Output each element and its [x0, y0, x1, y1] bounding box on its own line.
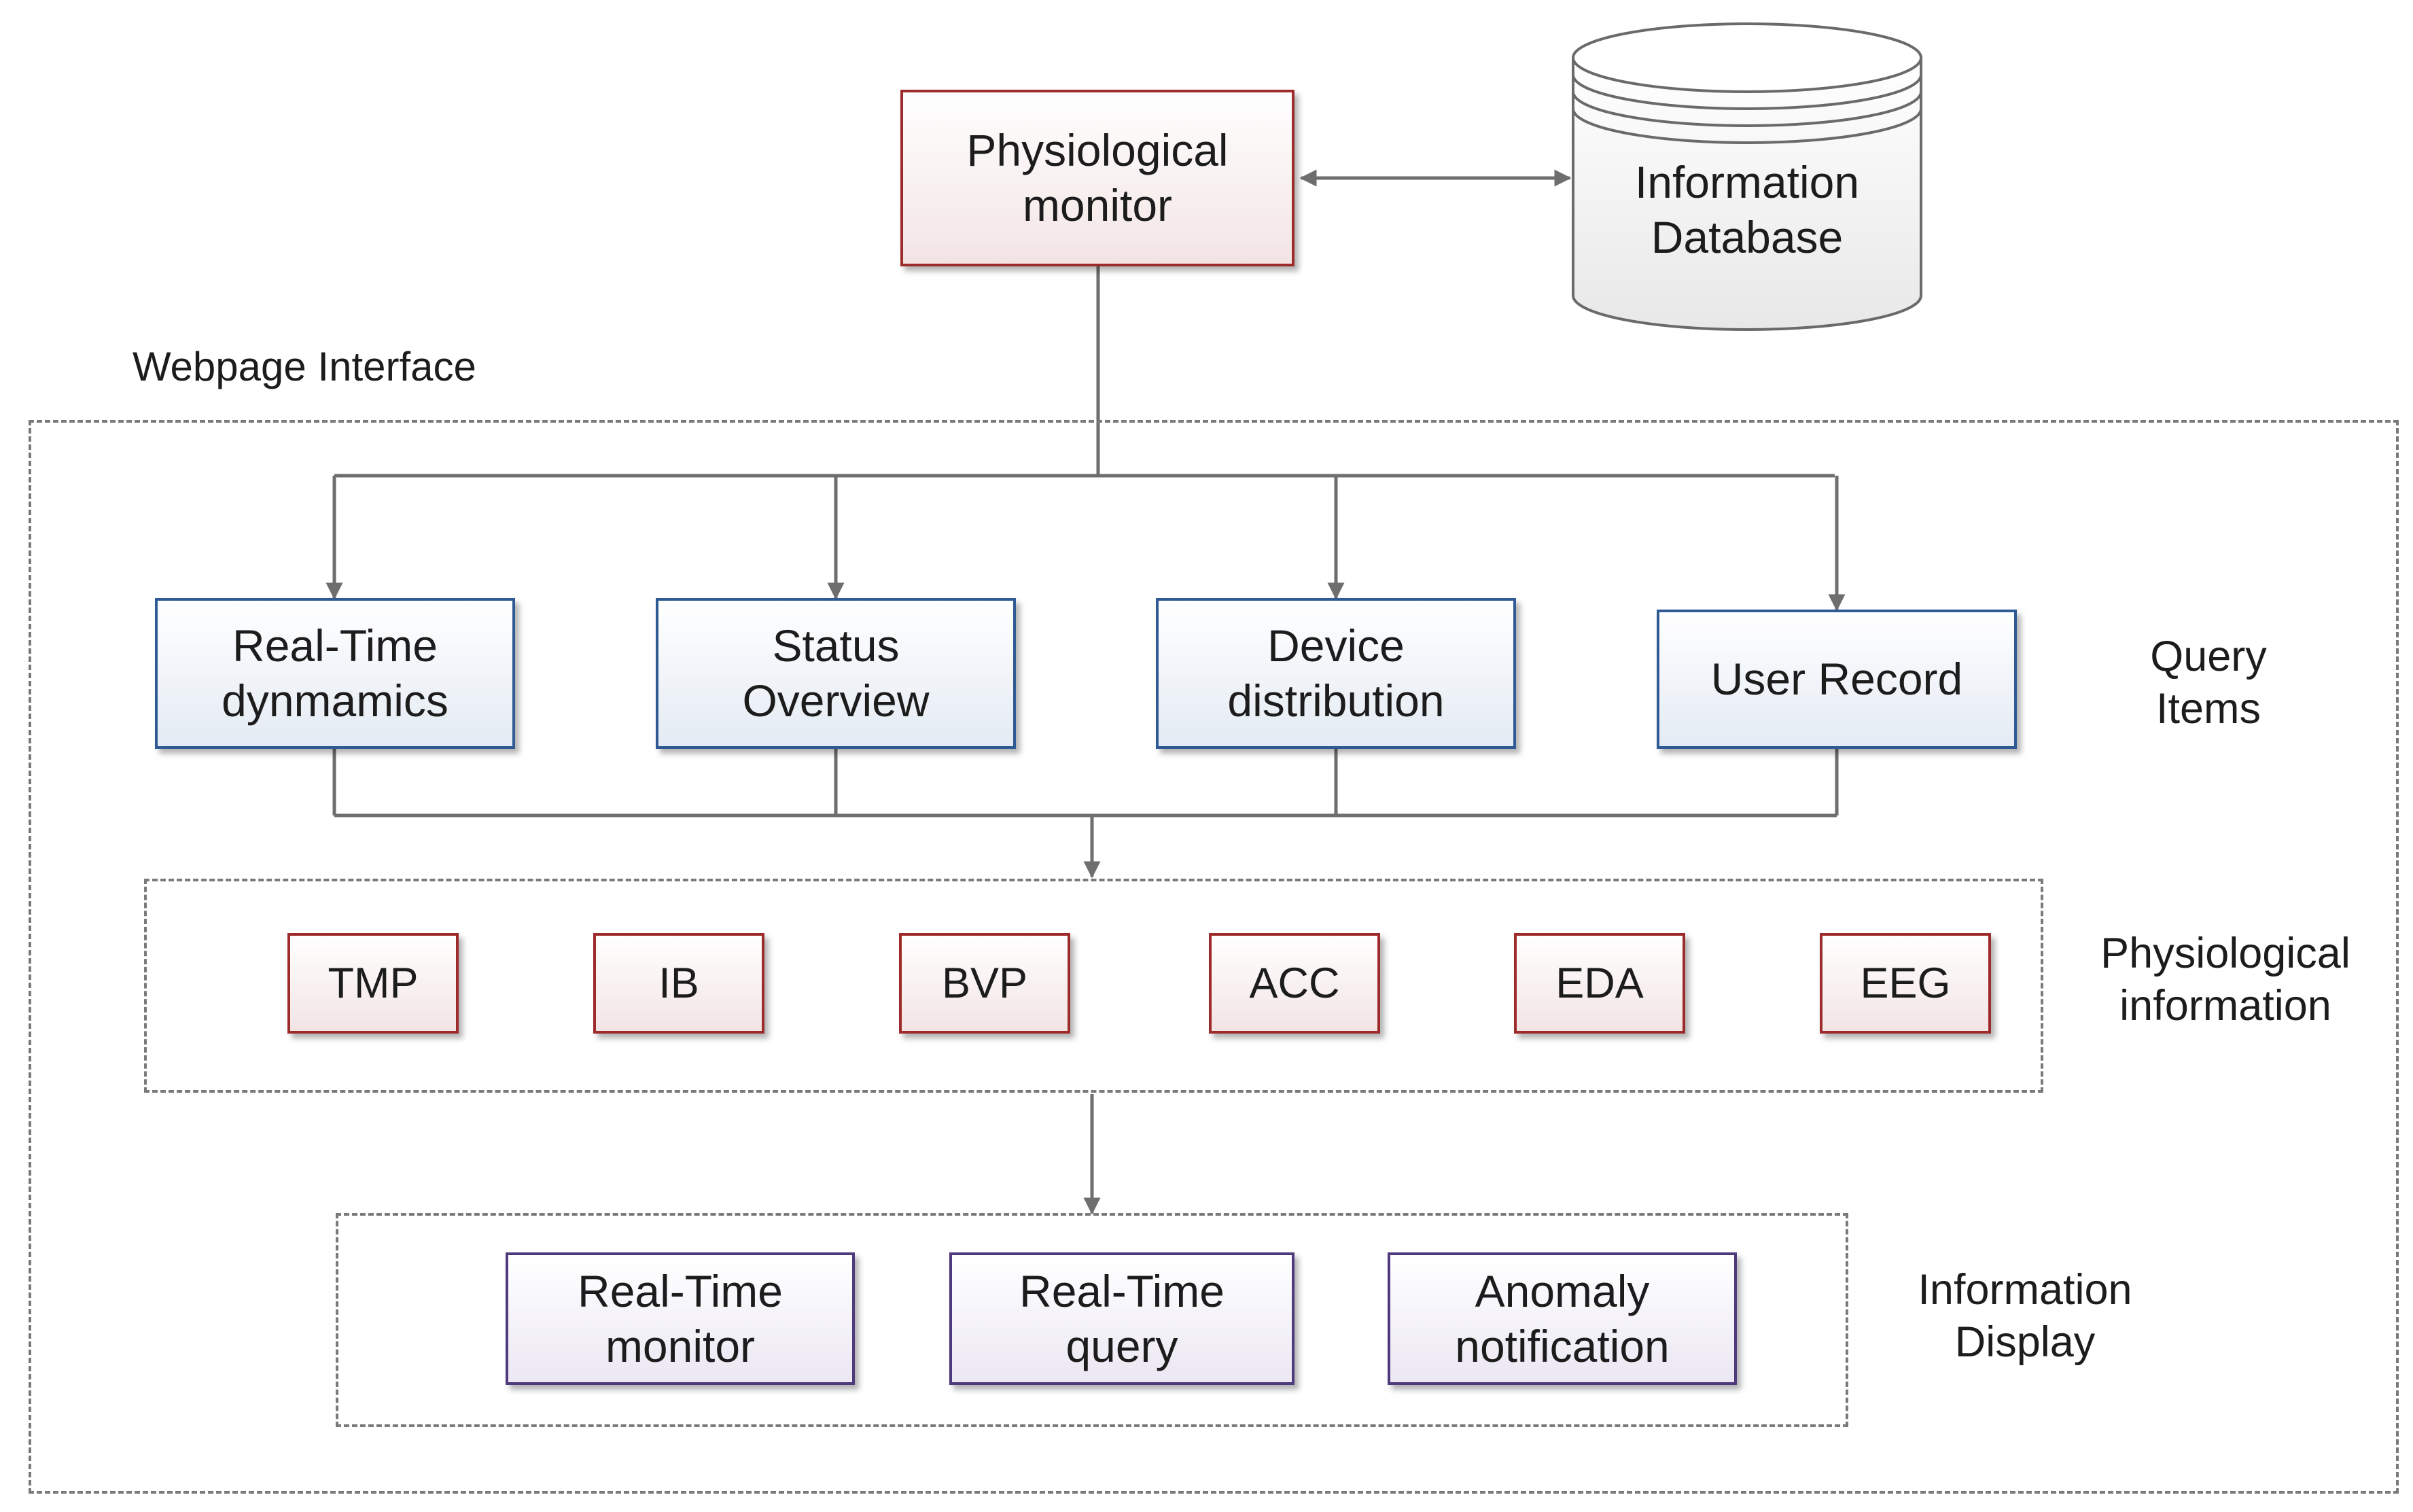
display-item-label: Anomaly notification — [1455, 1265, 1670, 1371]
information-display-group — [336, 1213, 1848, 1427]
physio-item-label: ACC — [1249, 959, 1340, 1007]
physiological-information-group — [144, 879, 2043, 1093]
physio-item-label: EEG — [1860, 959, 1951, 1007]
physiological-information-side-label: Physiological information — [2100, 930, 2350, 1030]
query-item-label: Real-Time dynmamics — [222, 620, 448, 726]
information-display-side-label: Information Display — [1918, 1266, 2132, 1366]
webpage-interface-title: Webpage Interface — [133, 344, 476, 389]
display-item-label: Real-Time query — [1019, 1265, 1225, 1371]
physio-item-eeg: EEG — [1820, 933, 1991, 1034]
display-item-realtime-monitor: Real-Time monitor — [506, 1252, 855, 1385]
physio-item-tmp: TMP — [287, 933, 459, 1034]
query-item-user-record: User Record — [1657, 610, 2017, 749]
display-item-anomaly-notification: Anomaly notification — [1388, 1252, 1737, 1385]
physio-item-acc: ACC — [1209, 933, 1380, 1034]
database-icon — [1572, 22, 1922, 331]
physio-item-label: TMP — [328, 959, 419, 1007]
database-label: Information Database — [1634, 157, 1860, 262]
physio-item-eda: EDA — [1514, 933, 1685, 1034]
physio-item-bvp: BVP — [899, 933, 1070, 1034]
physio-item-label: EDA — [1555, 959, 1644, 1007]
query-item-realtime-dynamics: Real-Time dynmamics — [155, 598, 515, 749]
query-item-label: Status Overview — [742, 620, 930, 726]
physio-item-label: BVP — [941, 959, 1028, 1007]
query-item-label: User Record — [1710, 654, 1963, 705]
display-item-realtime-query: Real-Time query — [949, 1252, 1294, 1385]
physio-item-ib: IB — [593, 933, 764, 1034]
physiological-monitor-label: Physiological monitor — [966, 125, 1229, 230]
physio-item-label: IB — [658, 959, 699, 1007]
webpage-interface-frame — [29, 420, 2399, 1494]
query-item-status-overview: Status Overview — [656, 598, 1016, 749]
physiological-monitor-node: Physiological monitor — [900, 90, 1294, 266]
query-item-device-distribution: Device distribution — [1156, 598, 1516, 749]
display-item-label: Real-Time monitor — [578, 1265, 783, 1371]
query-items-side-label: Query Items — [2150, 633, 2267, 733]
query-item-label: Device distribution — [1227, 620, 1445, 726]
